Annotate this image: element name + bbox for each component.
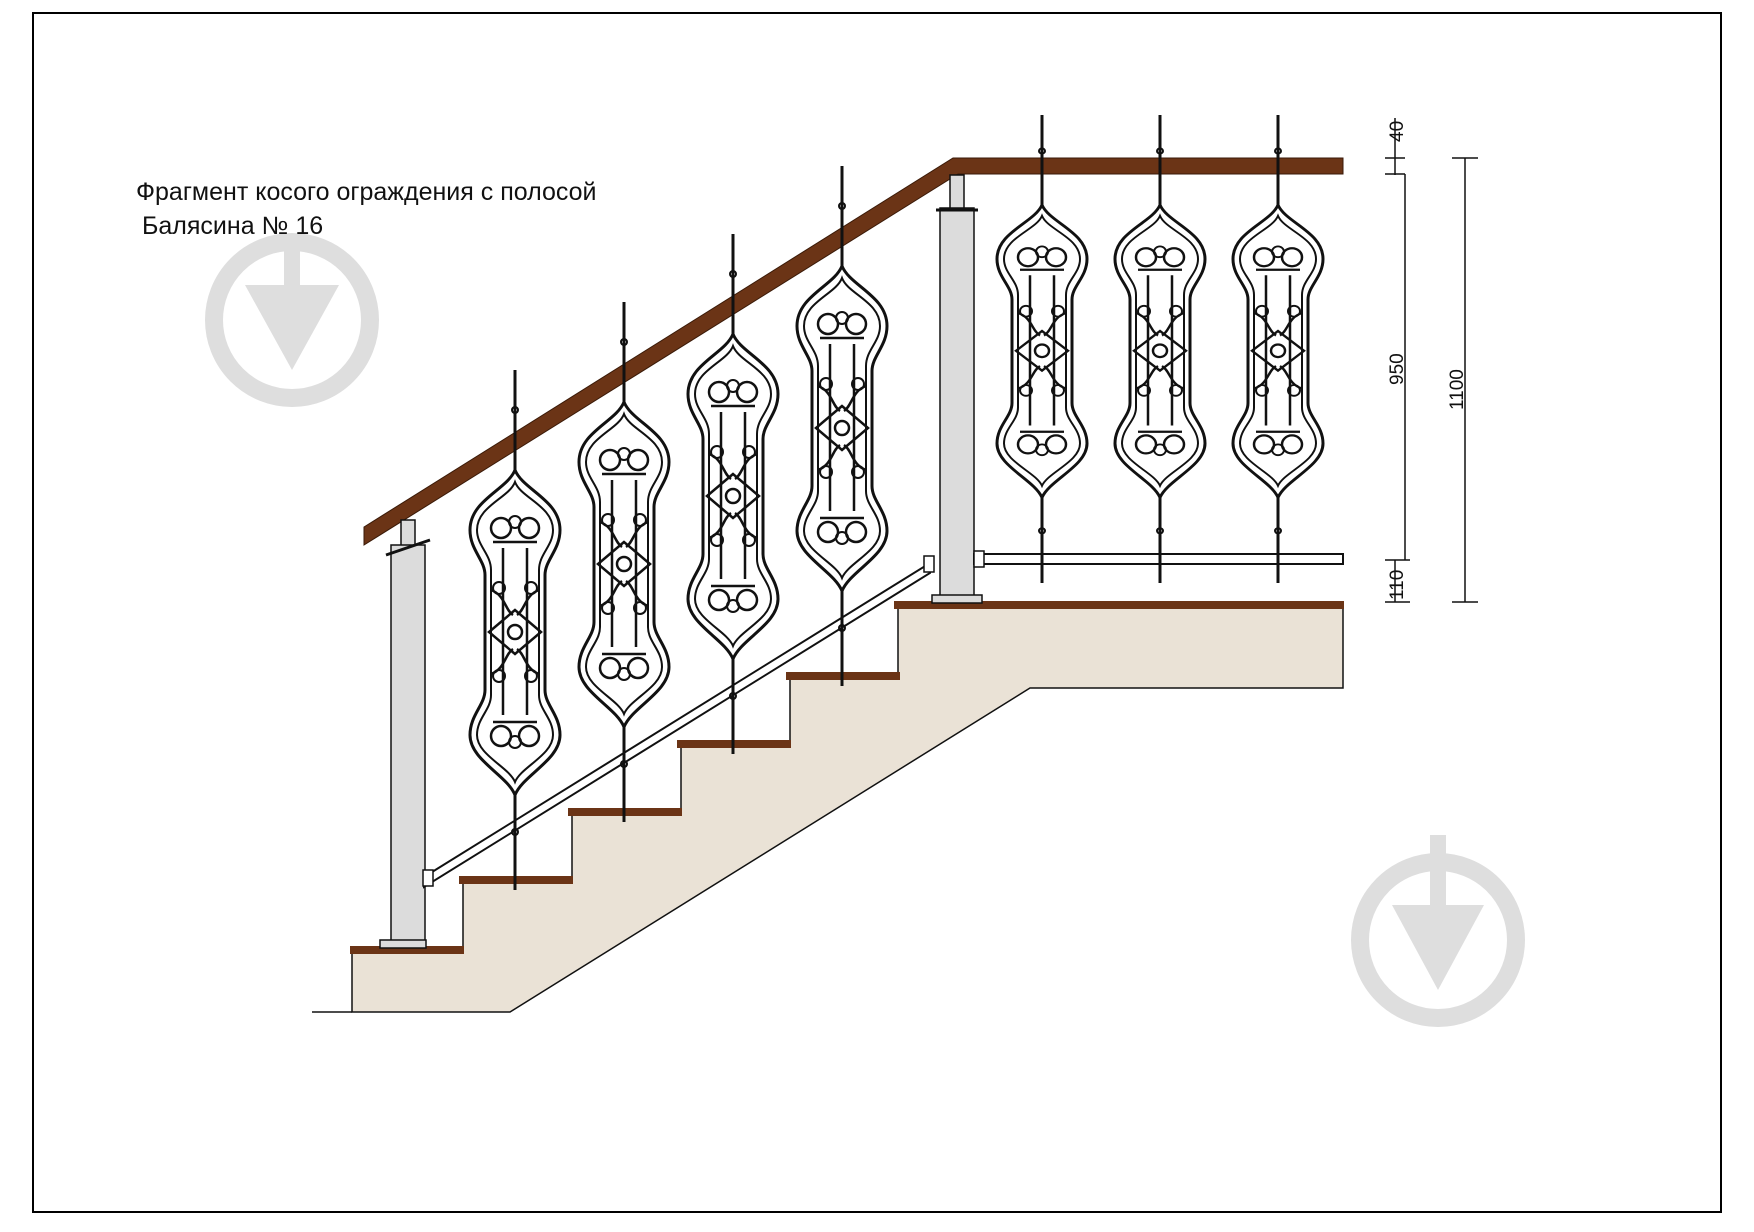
dim-handrail-thickness: 40: [1387, 121, 1408, 142]
drawing-caption: Фрагмент косого ограждения с полосой Бал…: [136, 175, 597, 243]
tread: [894, 601, 1344, 609]
watermark-icon-bottom: [1351, 835, 1525, 1027]
baluster-horizontal-2: [1113, 113, 1207, 585]
watermark-icon-top: [205, 233, 379, 407]
dim-total-height: 1100: [1447, 369, 1468, 410]
tread: [350, 946, 464, 954]
handrail: [363, 157, 1344, 546]
drawing-frame: [32, 12, 1722, 1213]
dimension-lines: [1385, 118, 1478, 603]
baluster-horizontal-3: [1231, 113, 1325, 585]
baluster-horizontal-1: [995, 113, 1089, 585]
post-left: [379, 519, 431, 949]
dim-baluster-height: 950: [1387, 353, 1408, 385]
caption-title: Фрагмент косого ограждения с полосой: [136, 178, 597, 206]
caption-subtitle: Балясина № 16: [142, 212, 324, 240]
post-right: [931, 174, 983, 604]
dim-bottom-gap: 110: [1387, 570, 1408, 600]
